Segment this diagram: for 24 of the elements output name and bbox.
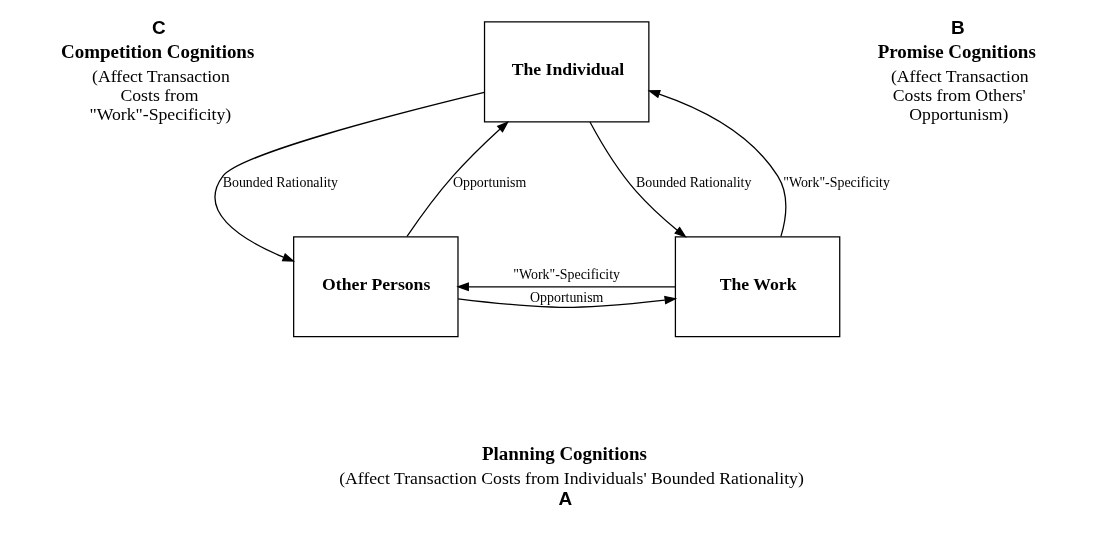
edge-label: Bounded Rationality xyxy=(635,175,751,191)
node-box: Other Persons xyxy=(292,236,459,338)
arrow xyxy=(405,120,509,238)
label: (Affect Transaction Costs from Others' Opportunism) xyxy=(890,66,1029,125)
label: B xyxy=(950,16,965,38)
label: (Affect Transaction Costs from "Work"-Specificity) xyxy=(89,66,231,125)
edge-label: Opportunism xyxy=(529,289,603,305)
label: Competition Cognitions xyxy=(60,41,254,62)
label: Planning Cognitions xyxy=(481,442,647,464)
edge-label: Opportunism xyxy=(452,175,526,191)
edge-label: Bounded Rationality xyxy=(222,175,338,191)
arrow xyxy=(588,121,687,238)
arrow xyxy=(647,89,786,238)
arrow xyxy=(214,91,485,262)
label: (Affect Transaction Costs from Individuals' Bounded Rationality) xyxy=(338,468,804,489)
label: A xyxy=(557,488,572,510)
arrow xyxy=(456,295,677,308)
edge-label: "Work"-Specificity xyxy=(782,175,890,191)
label: Promise Cognitions xyxy=(877,41,1036,62)
arrow xyxy=(455,282,676,292)
label: C xyxy=(151,16,166,38)
edge-label: "Work"-Specificity xyxy=(512,266,620,282)
node-box: The Individual xyxy=(483,21,649,123)
node-box: The Work xyxy=(674,236,840,338)
